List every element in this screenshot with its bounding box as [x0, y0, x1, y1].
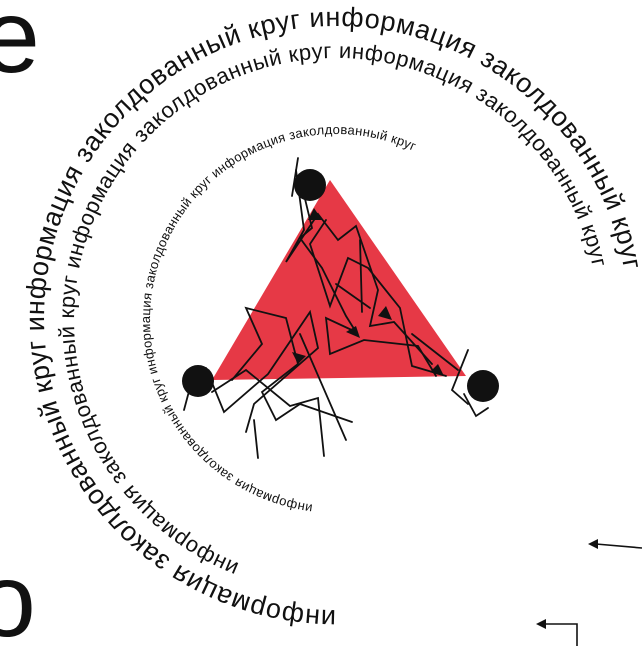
vertex-dot-right: [467, 370, 499, 402]
corner-letter-bottom: o: [0, 543, 36, 646]
vertex-dot-top: [294, 169, 326, 201]
bottom-arrow: [536, 619, 577, 646]
vertex-dot-left: [182, 365, 214, 397]
lower-right-arrow: [588, 539, 642, 549]
corner-letter-top: e: [0, 0, 40, 95]
arrow-left-icon: [536, 619, 546, 629]
arrow-left-icon: [588, 539, 598, 549]
